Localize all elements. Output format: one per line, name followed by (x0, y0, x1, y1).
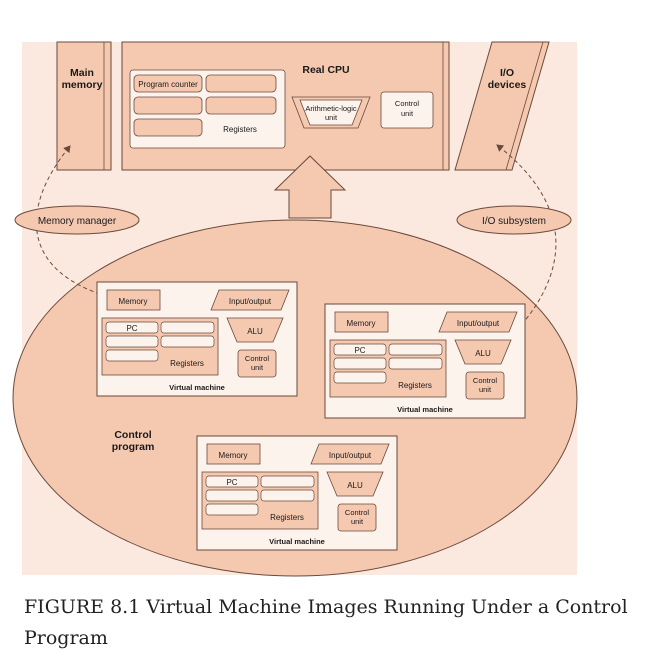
memory-manager-label: Memory manager (38, 216, 117, 227)
program-counter-label: Program counter (138, 80, 198, 89)
cpu-control-unit-label-1: Control (395, 99, 420, 108)
io-subsystem-ellipse: I/O subsystem (456, 205, 572, 235)
io-devices-label-1: I/O (500, 67, 514, 79)
vm-memory-box (106, 289, 161, 311)
vm-register-slot (260, 489, 315, 502)
alu-trapezoid-inner (299, 99, 363, 126)
vm-alu-label: ALU (475, 349, 491, 358)
vm-register-slot (160, 335, 215, 348)
vm-alu-trapezoid (326, 471, 384, 497)
cpu-register-slot (133, 118, 203, 137)
vm-control-unit-label-2: unit (351, 517, 364, 526)
vm-register-slot (260, 475, 315, 488)
vm-control-unit-label-2: unit (479, 385, 492, 394)
vm-register-slot (105, 349, 159, 362)
vm-control-unit-box (465, 371, 505, 400)
vm-control-unit-label-1: Control (473, 376, 498, 385)
vm-pc-box (105, 321, 159, 334)
vm-pc-box (205, 475, 259, 488)
vm-pc-label: PC (226, 478, 237, 487)
cpu-register-slot (133, 96, 203, 115)
vm-memory-box (334, 311, 389, 333)
vm-alu-label: ALU (247, 327, 263, 336)
vm-register-slot (388, 343, 443, 356)
virtual-machine-2: Memory Input/output PC Registers ALU Con… (324, 303, 526, 419)
alu-label-1: Arithmetic-logic (305, 104, 357, 113)
io-devices-block: I/O devices (454, 41, 550, 171)
vm-register-slot (160, 321, 215, 334)
vm-control-unit-label-1: Control (345, 508, 370, 517)
vm-io-box (438, 311, 518, 333)
hollow-up-arrow-icon (273, 155, 347, 219)
vm-registers-label: Registers (170, 359, 204, 368)
vm-io-label: Input/output (329, 451, 372, 460)
vm-io-label: Input/output (229, 297, 272, 306)
vm-register-slot (333, 371, 387, 384)
control-program-label-1: Control (114, 429, 151, 441)
cpu-control-unit-box (380, 91, 434, 129)
main-memory-block: Main memory (56, 41, 112, 171)
virtual-machine-1: Memory Input/output PC Registers ALU Con… (96, 281, 298, 397)
vm-title: Virtual machine (269, 537, 325, 546)
memory-manager-ellipse: Memory manager (14, 205, 140, 235)
dashed-arrow-icon (496, 144, 557, 331)
main-memory-label-2: memory (62, 79, 103, 91)
vm-register-slot (388, 357, 443, 370)
vm-memory-box (206, 443, 261, 465)
alu-label-2: unit (325, 113, 338, 122)
vm-control-unit-label-1: Control (245, 354, 270, 363)
io-devices-label-2: devices (488, 79, 527, 91)
vm-pc-label: PC (354, 346, 365, 355)
vm-control-unit-box (337, 503, 377, 532)
vm-control-unit-label-2: unit (251, 363, 264, 372)
real-cpu-title: Real CPU (302, 64, 349, 76)
cpu-control-unit-label-2: unit (401, 109, 414, 118)
vm-memory-label: Memory (219, 451, 248, 460)
vm-memory-label: Memory (119, 297, 148, 306)
cpu-registers-label: Registers (223, 125, 257, 134)
vm-register-slot (205, 503, 259, 516)
vm-title: Virtual machine (169, 383, 225, 392)
vm-io-label: Input/output (457, 319, 500, 328)
vm-alu-trapezoid (226, 317, 284, 343)
cpu-register-slot (205, 96, 277, 115)
vm-title: Virtual machine (397, 405, 453, 414)
vm-alu-trapezoid (454, 339, 512, 365)
vm-register-slot (105, 335, 159, 348)
vm-memory-label: Memory (347, 319, 376, 328)
vm-io-box (210, 289, 290, 311)
vm-io-box (310, 443, 390, 465)
main-memory-label-1: Main (70, 67, 94, 79)
vm-registers-label: Registers (398, 381, 432, 390)
program-counter-box (133, 74, 203, 93)
control-program-label-2: program (112, 441, 155, 453)
vm-registers-label: Registers (270, 513, 304, 522)
vm-register-slot (333, 357, 387, 370)
real-cpu-block: Real CPU Program counter Registers Arith… (121, 41, 450, 171)
virtual-machine-3: Memory Input/output PC Registers ALU Con… (196, 435, 398, 551)
cpu-register-slot (205, 74, 277, 93)
vm-register-slot (205, 489, 259, 502)
figure-caption: FIGURE 8.1 Virtual Machine Images Runnin… (24, 596, 628, 649)
vm-pc-box (333, 343, 387, 356)
vm-alu-label: ALU (347, 481, 363, 490)
io-subsystem-label: I/O subsystem (482, 216, 546, 227)
vm-pc-label: PC (126, 324, 137, 333)
vm-control-unit-box (237, 349, 277, 378)
